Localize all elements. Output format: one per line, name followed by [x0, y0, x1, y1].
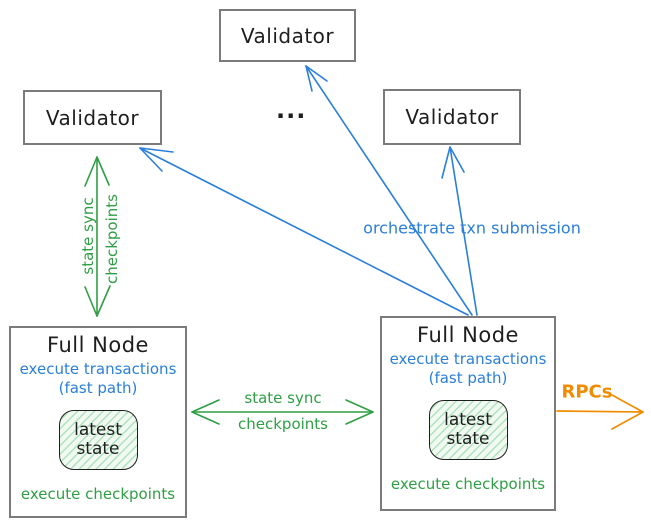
- validators-ellipsis: ...: [276, 96, 307, 124]
- arrowhead-to-right-validator: [441, 146, 465, 179]
- arrowhead-right: [345, 399, 374, 425]
- orchestrate-txn-label: orchestrate txn submission: [363, 218, 581, 238]
- exec-txn-line: execute transactions: [19, 360, 177, 378]
- vertical-sync-label-line1: state sync: [79, 197, 97, 275]
- arrowhead-down: [84, 285, 111, 317]
- vertical-sync-label-line2: checkpoints: [103, 194, 121, 284]
- state-sync-horizontal-arrow: [191, 399, 374, 425]
- state-sync-vertical-arrow: [84, 156, 111, 317]
- latest-state-line1: latest: [74, 420, 122, 440]
- latest-state-line2: state: [446, 429, 490, 449]
- latest-state-line2: state: [76, 439, 120, 459]
- exec-txn-line: execute transactions: [389, 350, 547, 368]
- validator-left-box: Validator: [23, 90, 162, 145]
- txn-submission-arrows: [139, 65, 478, 316]
- arrowhead-up: [84, 156, 110, 187]
- full-node-right-exec-ckpt: execute checkpoints: [390, 475, 546, 493]
- arrowhead-to-top-validator: [305, 65, 328, 92]
- full-node-right-latest-state-box: latest state: [428, 400, 508, 460]
- rpcs-label: RPCs: [561, 381, 613, 403]
- full-node-left-exec-txn: execute transactions (fast path): [20, 360, 177, 398]
- arrowhead-rpc: [611, 394, 644, 430]
- fast-path-line: (fast path): [428, 369, 508, 387]
- full-node-left-exec-ckpt: execute checkpoints: [20, 485, 176, 503]
- fast-path-line: (fast path): [58, 379, 138, 397]
- validator-left-label: Validator: [45, 105, 140, 130]
- full-node-left-box: Full Node execute transactions (fast pat…: [9, 326, 187, 518]
- full-node-right-title: Full Node: [417, 323, 519, 347]
- horizontal-sync-label-line1: state sync: [244, 389, 322, 407]
- arrowhead-left: [191, 399, 220, 425]
- arrowhead-to-left-validator: [139, 147, 174, 172]
- validator-top-label: Validator: [240, 23, 335, 48]
- validator-right-box: Validator: [383, 89, 521, 145]
- validator-right-label: Validator: [405, 105, 499, 129]
- latest-state-line1: latest: [444, 410, 492, 430]
- full-node-left-latest-state-box: latest state: [58, 410, 138, 470]
- rpc-arrow: [556, 394, 644, 430]
- full-node-right-box: Full Node execute transactions (fast pat…: [380, 316, 556, 511]
- horizontal-sync-label-line2: checkpoints: [238, 415, 328, 433]
- validator-top-box: Validator: [219, 9, 356, 62]
- full-node-left-title: Full Node: [47, 333, 149, 357]
- full-node-right-exec-txn: execute transactions (fast path): [390, 350, 547, 388]
